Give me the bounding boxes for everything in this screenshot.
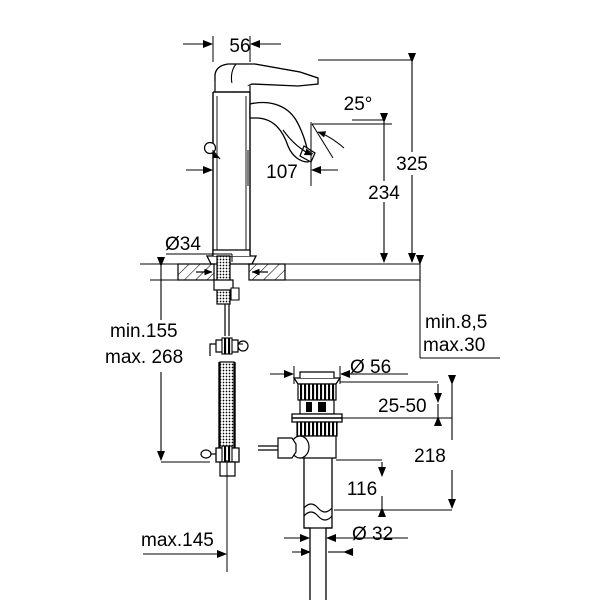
dim-label-dia56: Ø 56 — [350, 357, 391, 378]
dimension-hose-length — [157, 257, 210, 463]
dimension-107 — [186, 122, 338, 186]
dimension-waste-diameter-56 — [270, 366, 408, 384]
dimension-max-145 — [143, 460, 228, 572]
dim-label-min155: min.155 — [110, 321, 178, 342]
dimension-diameter-32 — [284, 530, 408, 562]
dimension-labels: 56 25° 107 325 234 Ø34 min.8,5 max.30 mi… — [105, 36, 487, 551]
flexible-hose-assembly — [200, 304, 249, 560]
dimension-234 — [352, 113, 388, 263]
dim-label-dia32: Ø 32 — [352, 524, 393, 545]
dimension-325 — [285, 53, 416, 265]
leader-diameter-34 — [166, 253, 233, 262]
dim-label-min85: min.8,5 — [425, 312, 487, 333]
dimension-56 — [183, 36, 281, 62]
dim-label-dia34: Ø34 — [165, 234, 201, 255]
dim-label-116: 116 — [347, 479, 377, 500]
dimension-218 — [334, 375, 456, 511]
dimension-deck-thickness — [416, 255, 500, 359]
dim-label-angle: 25° — [344, 94, 373, 115]
dimension-116 — [336, 459, 386, 517]
countertop-section — [140, 249, 420, 305]
dim-label-max268: max. 268 — [105, 347, 183, 368]
dim-label-218: 218 — [414, 446, 446, 467]
dim-label-107: 107 — [266, 162, 298, 183]
dim-label-56: 56 — [229, 36, 250, 57]
dimension-waste-range-25-50 — [340, 381, 452, 426]
faucet-body-graphic — [203, 63, 319, 262]
pop-up-waste-assembly — [258, 371, 343, 600]
dim-label-max30: max.30 — [423, 335, 485, 356]
dim-label-max145: max.145 — [141, 530, 214, 551]
dim-label-2550: 25-50 — [378, 396, 427, 417]
dim-label-325: 325 — [396, 154, 428, 175]
dim-label-234: 234 — [368, 183, 400, 204]
dimension-angle-25 — [282, 123, 392, 159]
